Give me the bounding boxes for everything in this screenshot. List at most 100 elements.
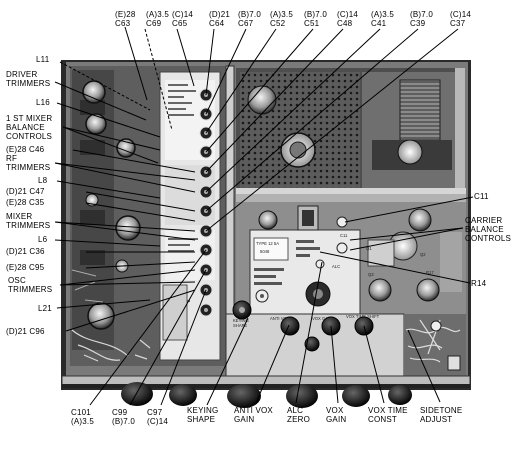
label-vox-gain: VOX GAIN [326,406,347,424]
leader-c63 [124,26,148,101]
label-c101: C101 (A)3.5 [71,408,94,426]
pot-antivox [280,316,300,336]
tuning-cap [399,79,441,141]
module-label-plate [253,237,289,261]
label-l11: L11 [36,55,50,64]
leader-1st-mixer-b [62,126,159,164]
label-c39: (B)7.0 C39 [410,10,433,28]
label-keying-shape: KEYING SHAPE [187,406,219,424]
label-vox-time-const: VOX TIME CONST [368,406,408,424]
leader-c37 [205,28,459,232]
leader-sidetone [407,329,441,403]
leader-c99 [129,269,207,406]
label-c41: (A)3.5 C41 [371,10,394,28]
label-c63: (E)28 C63 [115,10,136,28]
module-number-text: 5048 [260,249,270,254]
panel-q1-text: Q1 [366,246,372,251]
leader-c101 [89,249,207,406]
leader-l11 [59,61,151,111]
leader-c39 [205,28,419,212]
leader-mixer-a [54,221,196,232]
leader-c48 [205,28,344,173]
label-c95: (E)28 C95 [6,263,45,272]
label-c67: (B)7.0 C67 [238,10,261,28]
tube-right4 [416,278,440,302]
tube-rf [115,215,141,241]
label-c11: C11 [474,192,489,201]
label-osc-trimmers: OSC TRIMMERS [8,276,53,294]
label-c96: (D)21 C96 [6,327,45,336]
panel-r17-text: R17 [426,270,434,275]
leader-c69 [144,28,173,131]
leader-carrier-a [349,227,464,241]
leader-keying [206,317,249,406]
leader-c47 [85,191,196,212]
label-anti-vox-gain: ANTI VOX GAIN [234,406,273,424]
leader-rf-b [54,162,196,193]
label-c46: (E)28 C46 [6,145,45,154]
label-c65: (C)14 C65 [172,10,194,28]
panel-voxgain-text: VOX GAIN [312,316,332,321]
tube-right2 [408,208,432,232]
panel-q2-text: Q2 [420,252,426,257]
leader-carrier-b [349,227,464,251]
label-c36: (D)21 C36 [6,247,45,256]
label-c97: C97 (C)14 [147,408,169,426]
leader-mixer-b [54,221,196,241]
label-c48: (C)14 C48 [337,10,359,28]
label-c37: (C)14 C37 [450,10,472,28]
label-c64: (D)21 C64 [209,10,231,28]
label-c35: (E)28 C35 [6,198,45,207]
label-l6: L6 [38,235,48,244]
label-l8: L8 [38,176,48,185]
panel-voxtime-text: VOX TIME SHIFT [346,314,380,319]
tube-right1 [258,210,278,230]
leader-voxgain [330,325,339,404]
label-sidetone-adjust: SIDETONE ADJUST [420,406,463,424]
leader-osc-a [59,269,196,286]
leader-r14 [319,251,471,284]
label-c69: (A)3.5 C69 [146,10,169,28]
leader-l16 [56,102,161,138]
label-c52: (A)3.5 C52 [270,10,293,28]
leader-c97 [160,289,207,406]
leader-l8 [56,180,161,199]
leader-c52 [205,28,277,134]
leader-c11 [344,196,474,223]
label-c47: (D)21 C47 [6,187,45,196]
label-alc-zero: ALC ZERO [287,406,311,424]
tube-right3 [368,278,392,302]
label-l21: L21 [38,304,52,313]
label-carrier-balance: CARRIER BALANCE CONTROLS [465,216,512,243]
label-1st-mixer-balance: 1 ST MIXER BALANCE CONTROLS [6,114,53,141]
leader-antivox [255,324,290,404]
leader-c95 [85,261,196,269]
top-shelf-edge [236,188,466,194]
leader-c96 [65,289,196,332]
leader-l6 [54,239,161,247]
panel-q3-text: Q3 [368,272,374,277]
leader-driver [54,81,147,121]
leader-osc-b [59,281,196,286]
label-rf-trimmers: RF TRIMMERS [6,154,51,172]
pot-alc [304,336,320,352]
label-mixer-trimmers: MIXER TRIMMERS [6,212,51,230]
leader-voxtime [363,325,385,404]
front-panel-knobs [121,382,412,408]
leader-c41 [205,28,381,193]
tube-osc [87,302,115,330]
panel-antivox-text: ANTI VOX [270,316,290,321]
svg-text:C11: C11 [340,233,348,238]
label-driver-trimmers: DRIVER TRIMMERS [6,70,51,88]
leader-c51 [205,28,314,153]
tube-mixer1 [85,113,107,135]
leader-c64 [205,28,215,96]
tube-driver [82,80,106,104]
leader-l21 [56,299,151,309]
leader-rf-a [54,162,196,181]
panel-alc-text: ALC [332,264,340,269]
label-r14: R14 [471,279,487,288]
